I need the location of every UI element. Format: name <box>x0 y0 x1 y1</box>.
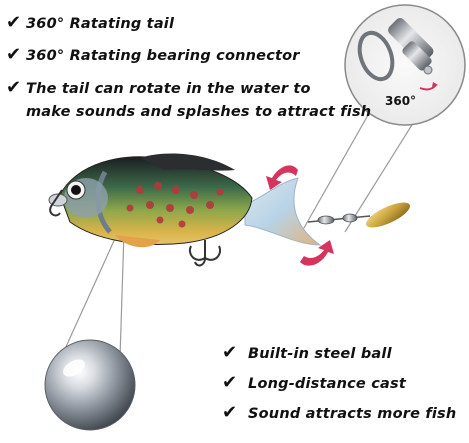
feature-text-tail-rotate: The tail can rotate in the water to <box>26 81 311 97</box>
spinner-spoon <box>365 202 411 228</box>
fishing-line <box>307 215 371 223</box>
callout-line-ball-a <box>59 231 119 361</box>
check-mark-icon: ✔ <box>6 12 22 33</box>
feature-text-rotating-tail: 360° Ratating tail <box>26 16 175 32</box>
check-mark-icon: ✔ <box>6 44 22 65</box>
lure-body <box>48 153 253 248</box>
treble-hook <box>189 240 221 267</box>
check-mark-icon: ✔ <box>222 402 238 423</box>
check-mark-icon: ✔ <box>222 342 238 363</box>
front-hook <box>49 189 63 217</box>
steel-ball-image <box>44 339 136 431</box>
curved-rotation-arrow-icon <box>266 165 334 266</box>
feature-text-steel-ball: Built-in steel ball <box>248 346 392 362</box>
check-mark-icon: ✔ <box>6 77 22 98</box>
rotating-tail <box>244 177 322 246</box>
bearing-connector-detail <box>344 4 466 126</box>
check-mark-icon: ✔ <box>222 372 238 393</box>
feature-text-sound: Sound attracts more fish <box>248 406 457 422</box>
feature-text-long-cast: Long-distance cast <box>248 376 406 392</box>
feature-text-attract-fish: make sounds and splashes to attract fish <box>26 104 372 120</box>
callout-line-connector-b <box>344 111 421 233</box>
feature-text-bearing-connector: 360° Ratating bearing connector <box>26 48 300 64</box>
rotation-degree-label: 360° <box>385 94 417 108</box>
callout-line-connector-a <box>299 107 373 236</box>
